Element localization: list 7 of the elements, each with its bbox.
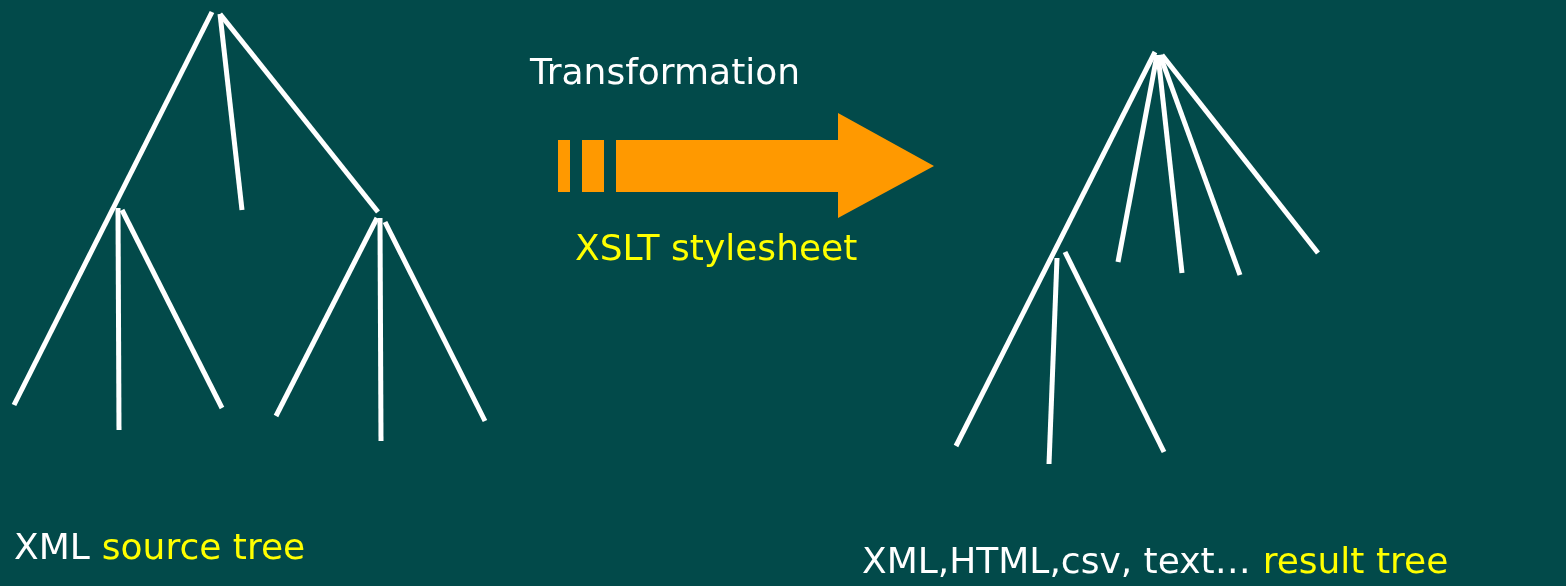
caption-text: XML <box>14 526 90 567</box>
caption-text: result tree <box>1262 540 1449 581</box>
caption-text: XSLT stylesheet <box>575 228 858 268</box>
caption-text: source tree <box>101 526 306 567</box>
edge-label: Transformation <box>530 52 801 92</box>
block-arrow <box>558 113 934 218</box>
caption-text: XML,HTML,csv, text… <box>862 540 1251 581</box>
